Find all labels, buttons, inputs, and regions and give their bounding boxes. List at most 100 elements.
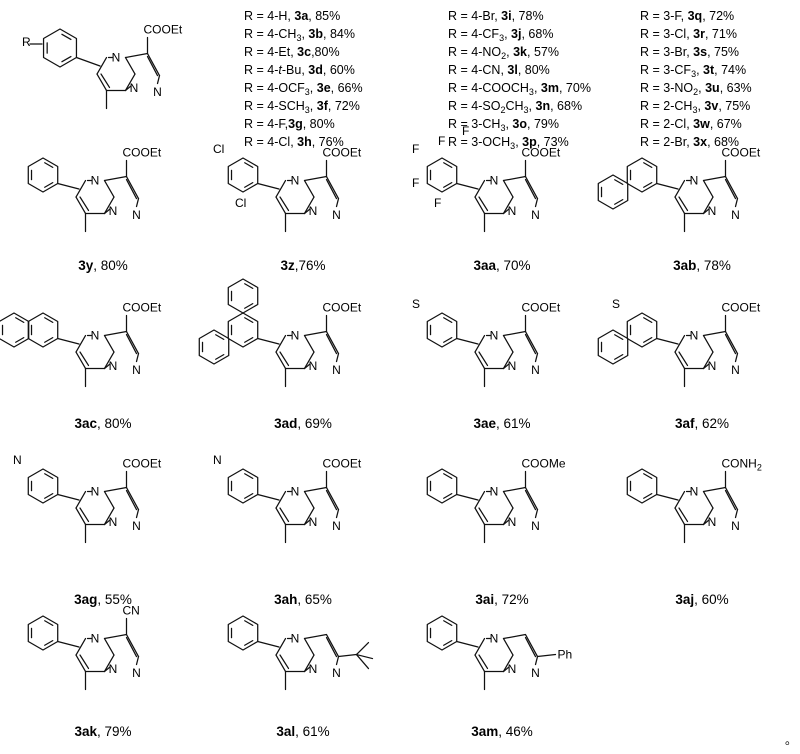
product-caption: 3ae, 61%	[473, 416, 530, 431]
nitrogen-label: N	[731, 208, 740, 222]
substituent-row: R = 4-F,3g, 80%	[244, 117, 335, 131]
substituent-row: R = 3-Br, 3s, 75%	[640, 45, 739, 59]
nitrogen-label: N	[309, 515, 318, 529]
product-caption: 3ai, 72%	[475, 592, 528, 607]
ester-label: COOEt	[323, 301, 362, 315]
ester-label: COOEt	[722, 146, 761, 160]
product-caption: 3af, 62%	[675, 416, 729, 431]
substituent-row: R = 4-CN, 3l, 80%	[448, 63, 550, 77]
nitrogen-label: N	[132, 208, 141, 222]
nitrogen-label: N	[690, 329, 699, 343]
substituent-label: Ph	[558, 648, 573, 662]
ester-label: COOEt	[522, 146, 561, 160]
substituent-row: R = 3-CH3, 3o, 79%	[448, 117, 559, 133]
nitrogen-label: N	[531, 519, 540, 533]
nitrogen-label: N	[109, 515, 118, 529]
nitrogen-label: N	[508, 662, 517, 676]
nitrogen-label: N	[690, 485, 699, 499]
nitrogen-label: N	[309, 662, 318, 676]
nitrogen-label: N	[490, 329, 499, 343]
substituent-row: R = 4-NO2, 3k, 57%	[448, 45, 559, 61]
substituent-row: R = 3-F, 3q, 72%	[640, 9, 734, 23]
atom-label: F	[462, 124, 469, 138]
atom-label: F	[412, 176, 419, 190]
nitrogen-label: N	[708, 515, 717, 529]
atom-label: N	[213, 453, 222, 467]
nitrogen-label: N	[332, 666, 341, 680]
substituent-row: R = 4-OCF3, 3e, 66%	[244, 81, 363, 97]
nitrogen-label: N	[490, 632, 499, 646]
product-caption: 3ab, 78%	[673, 258, 731, 273]
product-caption: 3al, 61%	[276, 724, 329, 739]
nitrogen-label: N	[708, 359, 717, 373]
ester-label: CONH2	[722, 457, 762, 473]
product-caption: 3aj, 60%	[675, 592, 728, 607]
nitrogen-label: N	[291, 485, 300, 499]
nitrogen-label: N	[153, 85, 162, 99]
substituent-row: R = 4-t-Bu, 3d, 60%	[244, 63, 355, 77]
atom-label: F	[434, 196, 441, 210]
nitrogen-label: N	[130, 81, 139, 95]
substituent-row: R = 4-SO2CH3, 3n, 68%	[448, 99, 582, 115]
substituent-row: R = 3-NO2, 3u, 63%	[640, 81, 752, 97]
nitrogen-label: N	[508, 515, 517, 529]
nitrogen-label: N	[708, 204, 717, 218]
nitrogen-label: N	[91, 632, 100, 646]
nitrogen-label: N	[508, 204, 517, 218]
nitrogen-label: N	[132, 666, 141, 680]
nitrogen-label: N	[109, 662, 118, 676]
substituent-row: R = 4-COOCH3, 3m, 70%	[448, 81, 591, 97]
ester-label: COOEt	[123, 301, 162, 315]
nitrogen-label: N	[508, 359, 517, 373]
substituent-row: R = 4-Br, 3i, 78%	[448, 9, 544, 23]
ester-label: COOMe	[522, 457, 566, 471]
atom-label: N	[13, 453, 22, 467]
substituent-row: R = 4-CH3, 3b, 84%	[244, 27, 355, 43]
nitrogen-label: N	[332, 519, 341, 533]
nitrogen-label: N	[309, 204, 318, 218]
nitrogen-label: N	[291, 329, 300, 343]
ester-label: COOEt	[123, 457, 162, 471]
product-caption: 3ak, 79%	[74, 724, 131, 739]
nitrogen-label: N	[132, 519, 141, 533]
product-caption: 3am, 46%	[471, 724, 533, 739]
nitrogen-label: N	[690, 174, 699, 188]
nitrogen-label: N	[291, 174, 300, 188]
substituent-row: R = 3-OCH3, 3p, 73%	[448, 135, 569, 151]
substituent-row: R = 4-Et, 3c,80%	[244, 45, 340, 59]
nitrogen-label: N	[731, 363, 740, 377]
nitrogen-label: N	[132, 363, 141, 377]
product-caption: 3ad, 69%	[274, 416, 332, 431]
nitrogen-label: N	[490, 485, 499, 499]
nitrogen-label: N	[109, 204, 118, 218]
substituent-row: R = 4-SCH3, 3f, 72%	[244, 99, 360, 115]
ester-label: CN	[123, 604, 140, 618]
substituent-row: R = 3-Cl, 3r, 71%	[640, 27, 737, 41]
ester-label: COOEt	[722, 301, 761, 315]
r-group-label: R	[22, 35, 31, 49]
nitrogen-label: N	[91, 329, 100, 343]
ester-label: COOEt	[123, 146, 162, 160]
product-caption: 3ac, 80%	[74, 416, 131, 431]
nitrogen-label: N	[309, 359, 318, 373]
atom-label: F	[438, 134, 445, 148]
nitrogen-label: N	[490, 174, 499, 188]
atom-label: Cl	[213, 142, 224, 156]
product-caption: 3ag, 55%	[74, 592, 132, 607]
product-caption: 3aa, 70%	[473, 258, 530, 273]
product-caption: 3z,76%	[280, 258, 325, 273]
substituent-row: R = 4-Cl, 3h, 76%	[244, 135, 344, 149]
ester-label: COOEt	[323, 457, 362, 471]
